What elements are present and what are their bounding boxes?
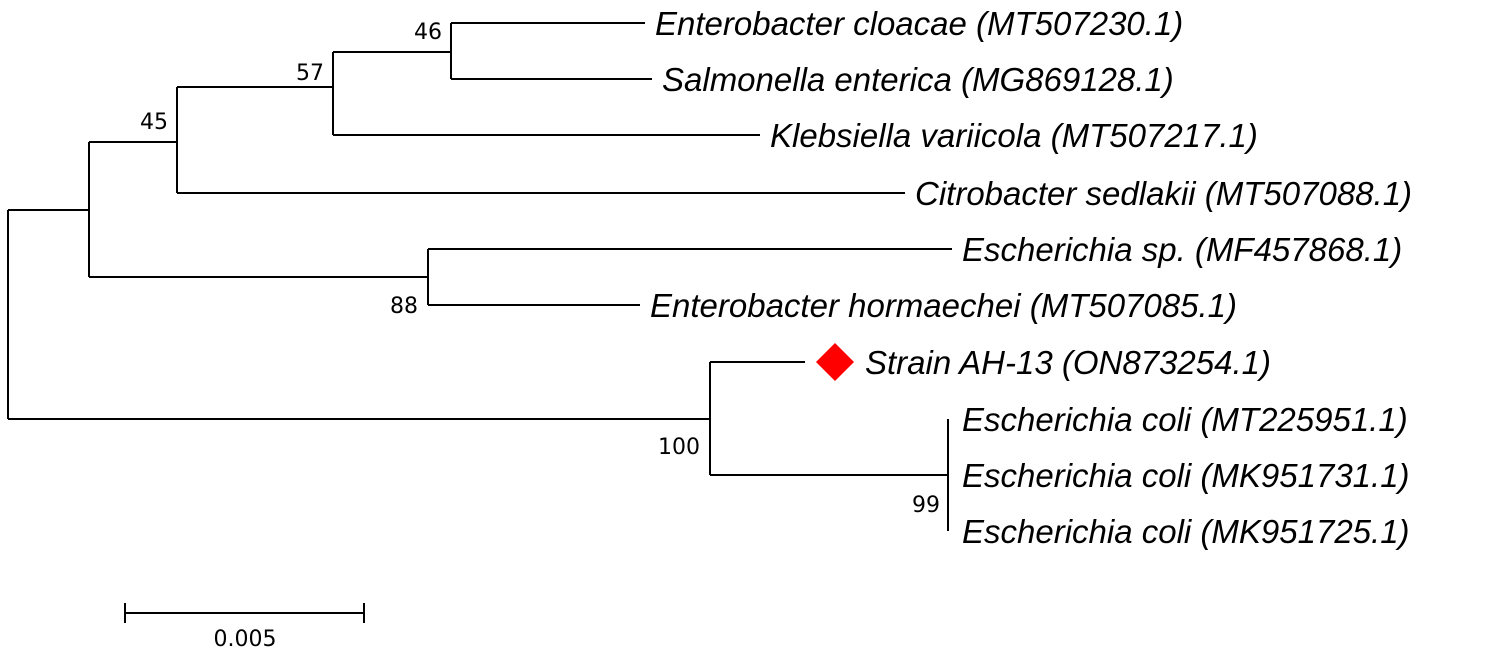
bootstrap-value: 45: [140, 110, 168, 135]
taxon-label: Salmonella enterica (MG869128.1): [662, 61, 1174, 98]
taxon-label: Enterobacter hormaechei (MT507085.1): [650, 287, 1237, 324]
bootstrap-value: 46: [414, 20, 442, 45]
taxon-label: Citrobacter sedlakii (MT507088.1): [915, 175, 1412, 212]
scale-bar: 0.005: [124, 603, 365, 652]
taxon-label: Enterobacter cloacae (MT507230.1): [655, 5, 1183, 42]
taxon-label: Klebsiella variicola (MT507217.1): [770, 117, 1258, 154]
taxon-label: Escherichia coli (MT225951.1): [962, 401, 1408, 438]
bootstrap-value: 57: [296, 61, 324, 86]
taxon-labels: Enterobacter cloacae (MT507230.1) Salmon…: [650, 5, 1412, 550]
highlighted-taxon-label: Strain AH-13 (ON873254.1): [865, 344, 1271, 381]
bootstrap-values: 46 57 45 88 100 99: [140, 20, 940, 518]
bootstrap-value: 100: [658, 435, 700, 460]
scale-bar-label: 0.005: [214, 627, 277, 652]
tree-branches: [7, 22, 952, 531]
taxon-label: Escherichia coli (MK951731.1): [962, 457, 1410, 494]
taxon-label: Escherichia coli (MK951725.1): [962, 513, 1410, 550]
taxon-label: Escherichia sp. (MF457868.1): [962, 231, 1402, 268]
highlight-diamond-icon: [816, 343, 854, 381]
bootstrap-value: 88: [390, 294, 418, 319]
bootstrap-value: 99: [912, 493, 940, 518]
